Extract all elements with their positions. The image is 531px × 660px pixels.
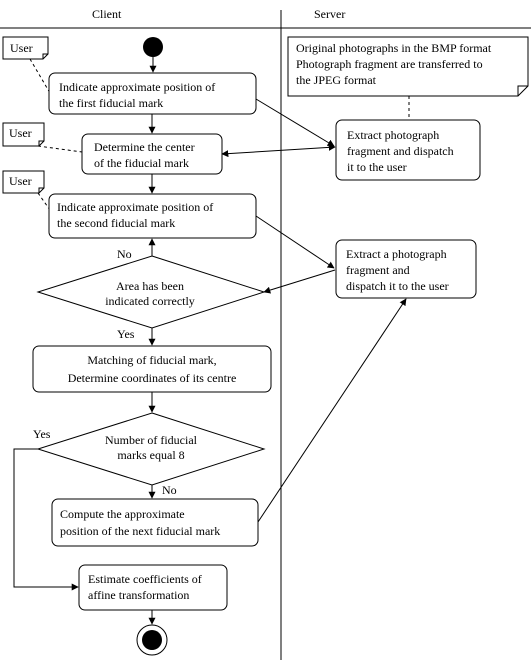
action-indicate-first-line-1: Indicate approximate position of — [59, 80, 215, 94]
server-extract-2-line-2: fragment and — [346, 263, 410, 277]
action-matching-line-2: Determine coordinates of its centre — [68, 371, 237, 385]
server-extract-1-line-1: Extract photograph — [347, 128, 439, 142]
decision-count-line-2: marks equal 8 — [117, 448, 184, 462]
action-indicate-second-line-2: the second fiducial mark — [57, 216, 175, 230]
end-node — [136, 624, 168, 656]
note-bmp-jpeg: Original photographs in the BMP format P… — [287, 36, 529, 97]
action-matching-line-1: Matching of fiducial mark, — [87, 353, 216, 367]
actor-user-1: User — [2, 36, 49, 60]
guard-count-no: No — [162, 483, 177, 497]
lane-client-label: Client — [92, 7, 122, 21]
start-node — [143, 37, 163, 57]
flow-first-to-extract-1 — [255, 98, 335, 147]
action-compute-next-position: Compute the approximate position of the … — [51, 498, 259, 547]
server-action-extract-fragment-1: Extract photograph fragment and dispatch… — [335, 119, 481, 181]
flow-second-to-extract-2 — [255, 215, 335, 269]
action-indicate-first-mark: Indicate approximate position of the fir… — [48, 72, 257, 115]
action-estimate-coefficients: Estimate coefficients of affine transfor… — [78, 564, 228, 611]
decision-area-line-2: indicated correctly — [105, 294, 195, 308]
action-estimate-line-2: affine transformation — [88, 588, 189, 602]
server-extract-1-line-2: fragment and dispatch — [347, 144, 454, 158]
note-line-1: Original photographs in the BMP format — [296, 41, 492, 55]
actor-user-1-label: User — [10, 41, 33, 55]
decision-area-line-1: Area has been — [116, 279, 184, 293]
actor-link-3 — [37, 192, 51, 211]
control-flow — [13, 57, 157, 625]
note-line-3: the JPEG format — [296, 73, 377, 87]
server-action-extract-fragment-2: Extract a photograph fragment and dispat… — [335, 239, 477, 299]
action-indicate-second-mark: Indicate approximate position of the sec… — [48, 193, 257, 239]
lane-server-label: Server — [314, 7, 345, 21]
action-indicate-second-line-1: Indicate approximate position of — [57, 200, 213, 214]
actor-user-3: User — [2, 170, 45, 194]
actor-link-1 — [29, 58, 51, 94]
actor-user-2: User — [2, 122, 45, 147]
decision-area-indicated: Area has been indicated correctly — [36, 255, 266, 329]
flow-extract-1-to-determine-center — [221, 143, 336, 158]
action-compute-next-line-2: position of the next fiducial mark — [60, 524, 220, 538]
server-extract-2-line-1: Extract a photograph — [346, 247, 447, 261]
flow-compute-next-to-extract-2 — [257, 298, 407, 523]
guard-area-yes: Yes — [117, 327, 135, 341]
action-compute-next-line-1: Compute the approximate — [60, 507, 185, 521]
decision-mark-count: Number of fiducial marks equal 8 — [36, 412, 266, 486]
guard-area-no: No — [117, 247, 132, 261]
guard-count-yes: Yes — [33, 427, 51, 441]
decision-count-line-1: Number of fiducial — [105, 433, 198, 447]
actor-user-3-label: User — [9, 174, 32, 188]
server-extract-1-line-3: it to the user — [347, 160, 407, 174]
message-flow — [221, 98, 407, 523]
swimlane-header: Client Server — [0, 7, 531, 660]
action-estimate-line-1: Estimate coefficients of — [88, 572, 202, 586]
actor-user-2-label: User — [9, 126, 32, 140]
flow-extract-2-to-area-decision — [263, 269, 336, 294]
action-matching-fiducial-mark: Matching of fiducial mark, Determine coo… — [32, 345, 272, 393]
note-line-2: Photograph fragment are transferred to — [296, 57, 483, 71]
actor-link-2 — [37, 145, 83, 153]
server-extract-2-line-3: dispatch it to the user — [346, 279, 449, 293]
flow-count-yes — [13, 448, 79, 591]
action-determine-center-line-2: of the fiducial mark — [94, 156, 189, 170]
action-determine-center-line-1: Determine the center — [94, 140, 195, 154]
action-determine-center: Determine the center of the fiducial mar… — [81, 133, 223, 175]
action-indicate-first-line-2: the first fiducial mark — [59, 96, 163, 110]
